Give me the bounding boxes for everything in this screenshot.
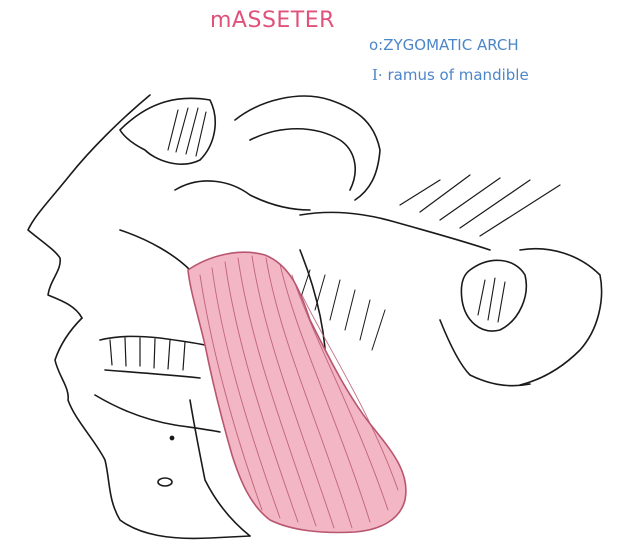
maxilla-upper xyxy=(120,230,190,270)
chin-contour xyxy=(95,395,220,432)
ear-hatch xyxy=(478,278,505,322)
teeth-divisions xyxy=(110,338,185,370)
eye-hatch xyxy=(168,108,206,156)
cheekbone xyxy=(175,181,310,210)
zygomatic-arch xyxy=(300,212,490,250)
temporal-line xyxy=(235,96,380,200)
nose-outline xyxy=(28,95,150,318)
masseter-muscle xyxy=(188,252,406,532)
posterior-skull xyxy=(520,249,602,385)
mental-foramen xyxy=(158,478,172,486)
arch-lines xyxy=(400,175,560,236)
upper-teeth xyxy=(100,336,205,345)
lower-teeth xyxy=(105,370,200,378)
ear-region xyxy=(461,260,526,331)
bone-dot xyxy=(170,436,173,439)
masseter-shape xyxy=(188,252,406,532)
temporal-inner xyxy=(250,129,355,190)
